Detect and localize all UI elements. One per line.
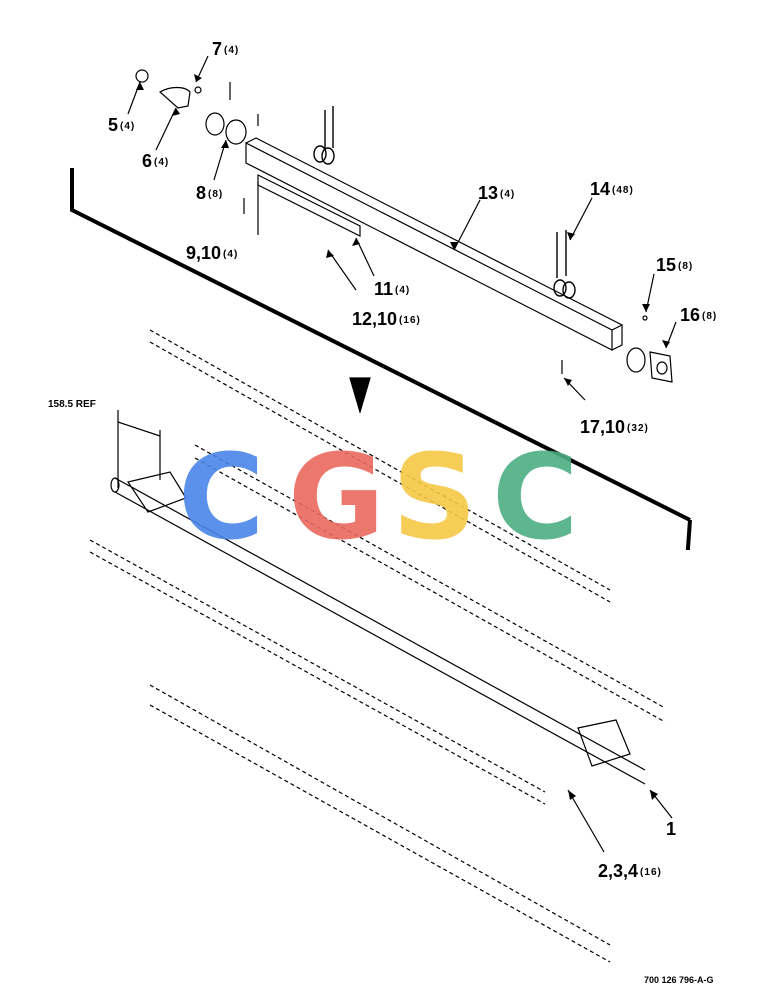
watermark-letter-1: C bbox=[178, 428, 265, 566]
bracket-frame-right bbox=[685, 519, 692, 550]
tine-bar-assembly-4 bbox=[149, 684, 611, 963]
callout-15: 15(8) bbox=[656, 255, 694, 275]
bearing-hardware-left bbox=[135, 69, 259, 214]
tine-bar-13 bbox=[245, 137, 624, 351]
tine-spring-top bbox=[313, 106, 576, 299]
callout-8: 8(8) bbox=[196, 183, 224, 203]
watermark-letter-2: G bbox=[288, 428, 385, 566]
bracket-frame-upper bbox=[70, 168, 691, 522]
callout-16: 16(8) bbox=[680, 305, 718, 325]
watermark-letter-4: C bbox=[492, 428, 579, 566]
callout-1: 1 bbox=[666, 819, 677, 839]
callout-9-10: 9,10(4) bbox=[186, 243, 239, 263]
figure-code: 700 126 796-A-G bbox=[644, 975, 714, 985]
callout-5: 5(4) bbox=[108, 115, 136, 135]
tine-bar-assembly-2 bbox=[194, 444, 666, 723]
callout-2-3-4: 2,3,4(16) bbox=[598, 861, 662, 881]
callout-14: 14(48) bbox=[590, 179, 634, 199]
bracket-arrow bbox=[349, 377, 371, 415]
leader-arrowheads bbox=[136, 74, 670, 800]
callout-12-10: 12,10(16) bbox=[352, 309, 421, 329]
reference-dimension: 158.5 REF bbox=[48, 399, 96, 410]
callout-6: 6(4) bbox=[142, 151, 170, 171]
callout-17-10: 17,10(32) bbox=[580, 417, 649, 437]
bearing-hardware-right bbox=[561, 315, 673, 383]
reel-shaft-1 bbox=[110, 471, 646, 785]
tine-bar-assembly-3 bbox=[89, 539, 546, 805]
callout-13: 13(4) bbox=[478, 183, 516, 203]
callout-7: 7(4) bbox=[212, 39, 240, 59]
watermark-letter-3: S bbox=[392, 428, 477, 566]
callout-11: 11(4) bbox=[374, 279, 411, 299]
